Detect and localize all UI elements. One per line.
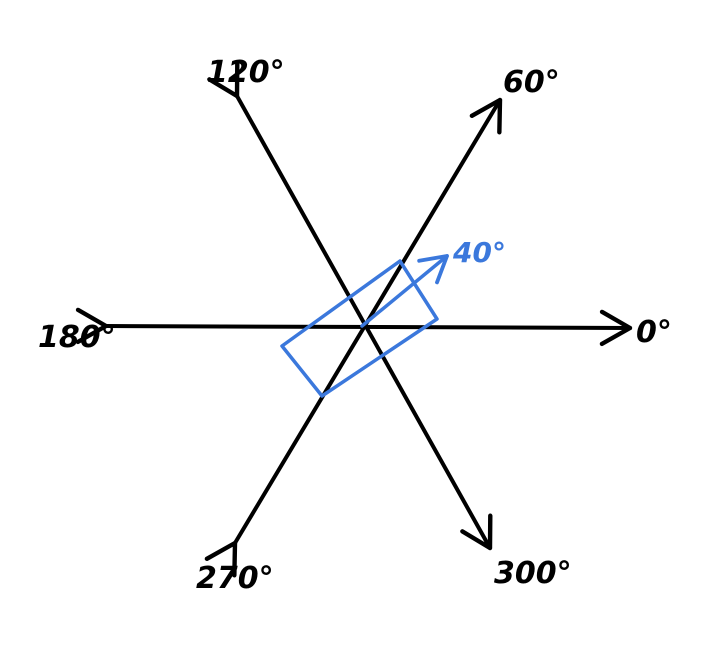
axis-120-300 (207, 61, 493, 551)
label-60-deg: 60° (503, 65, 560, 100)
rotated-rectangle (280, 259, 439, 398)
label-120-deg: 120° (207, 55, 285, 90)
label-270-deg: 270° (196, 561, 274, 596)
label-40-deg: 40° (452, 236, 506, 269)
label-180-deg: 180° (38, 320, 116, 355)
label-300-deg: 300° (494, 556, 572, 591)
label-0-deg: 0° (636, 315, 672, 350)
direction-arrow-40 (360, 254, 449, 328)
